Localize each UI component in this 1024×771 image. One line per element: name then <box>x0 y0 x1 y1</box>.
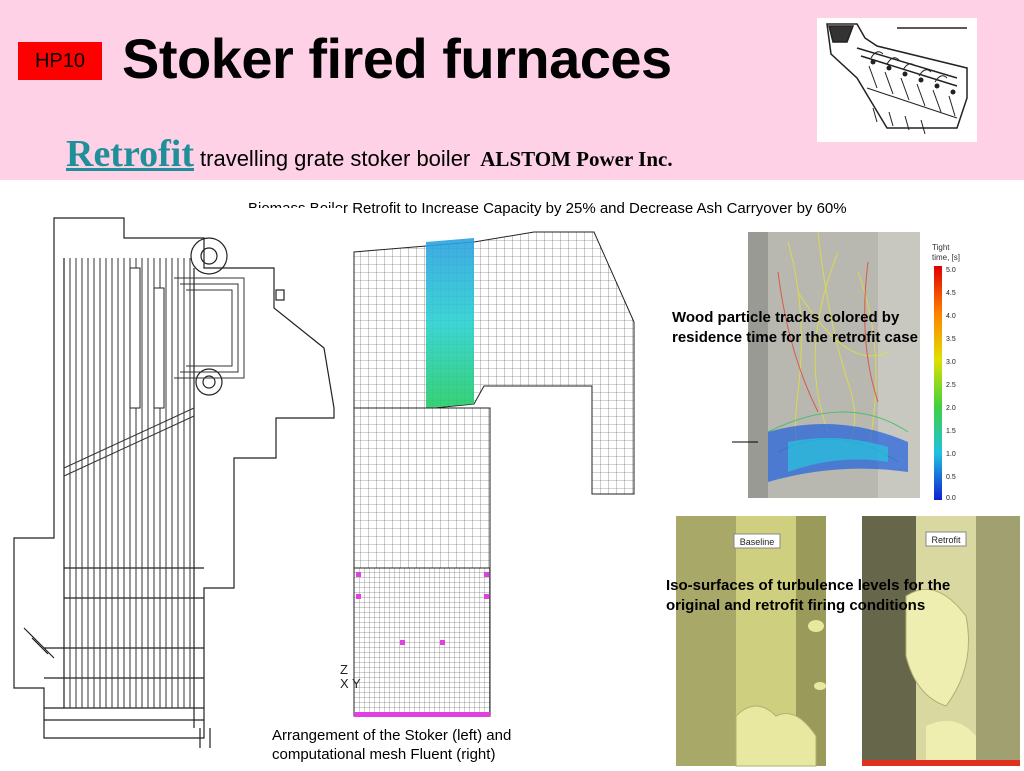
bottom-caption-line1: Arrangement of the Stoker (left) and <box>272 727 512 744</box>
svg-text:Tight: Tight <box>932 243 950 252</box>
particle-caption-line2: residence time for the retrofit case <box>672 329 918 346</box>
retrofit-label: Retrofit <box>931 535 961 545</box>
colorbar-tick: 0.5 <box>946 474 956 481</box>
slide-number-badge: HP10 <box>18 42 102 80</box>
colorbar-tick: 5.0 <box>946 267 956 274</box>
colorbar-tick: 1.5 <box>946 428 956 435</box>
iso-caption: Iso-surfaces of turbulence levels for th… <box>666 576 950 616</box>
axis-z-label: Z <box>340 662 348 677</box>
slide-title: Stoker fired furnaces <box>122 27 672 90</box>
iso-surfaces-image: Baseline Retrofit <box>676 516 1020 767</box>
colorbar-tick: 0.0 <box>946 495 956 502</box>
colorbar-tick: 3.5 <box>946 336 956 343</box>
colorbar-tick: 3.0 <box>946 359 956 366</box>
iso-caption-line2: original and retrofit firing conditions <box>666 597 926 614</box>
retrofit-link[interactable]: Retrofit <box>66 133 195 175</box>
stoker-thumbnail <box>817 18 977 142</box>
colorbar-tick: 1.0 <box>946 451 956 458</box>
particle-tracks-image: Tight time, [s] 5.0 4.5 4.0 3.5 3.0 2.5 … <box>728 231 988 504</box>
svg-text:time, [s]: time, [s] <box>932 253 960 262</box>
iso-caption-line1: Iso-surfaces of turbulence levels for th… <box>666 577 951 594</box>
colorbar-tick: 2.5 <box>946 382 956 389</box>
colorbar-tick: 4.0 <box>946 313 956 320</box>
colorbar-tick: 2.0 <box>946 405 956 412</box>
particle-caption-line1: Wood particle tracks colored by <box>672 309 900 326</box>
boiler-drawing <box>4 208 344 750</box>
axis-xy-label: X Y <box>340 676 361 691</box>
bottom-caption-line2: computational mesh Fluent (right) <box>272 746 496 763</box>
computational-mesh: Z X Y <box>340 231 644 722</box>
particle-caption: Wood particle tracks colored by residenc… <box>672 308 918 348</box>
subtitle-company: ALSTOM Power Inc. <box>480 147 673 171</box>
top-caption: Biomass Boiler Retrofit to Increase Capa… <box>248 200 847 217</box>
colorbar-tick: 4.5 <box>946 290 956 297</box>
subtitle-text: travelling grate stoker boiler <box>200 146 471 171</box>
baseline-label: Baseline <box>740 537 775 547</box>
bottom-caption: Arrangement of the Stoker (left) and com… <box>272 726 511 764</box>
